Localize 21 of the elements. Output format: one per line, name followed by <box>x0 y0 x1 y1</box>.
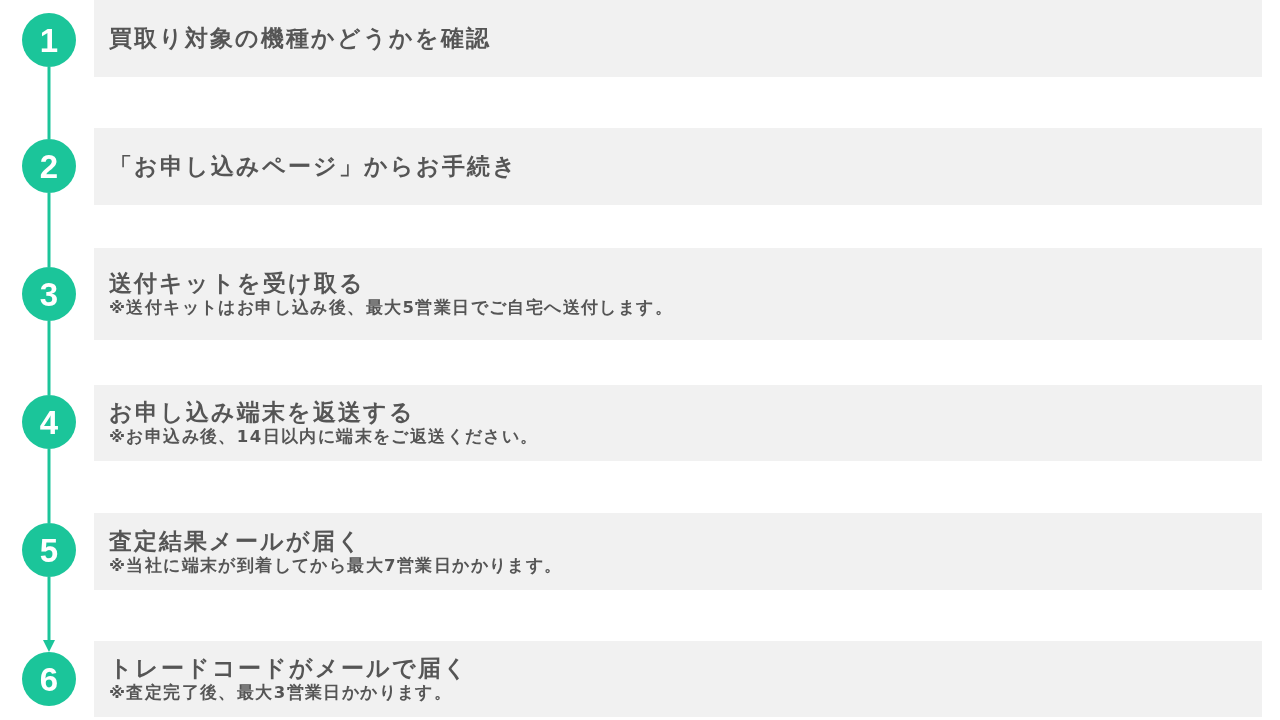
step-number-circle: 4 <box>22 395 76 449</box>
step-heading: 買取り対象の機種かどうかを確認 <box>109 24 491 53</box>
step-heading: お申し込み端末を返送する <box>109 398 415 427</box>
connector-line <box>47 193 51 267</box>
step-heading: 査定結果メールが届く <box>109 526 363 555</box>
connector-line <box>47 449 51 523</box>
connector-line <box>47 321 51 395</box>
step-heading: 送付キットを受け取る <box>109 269 365 298</box>
step-number-circle: 2 <box>22 139 76 193</box>
step-number-circle: 6 <box>22 652 76 706</box>
step-number-circle: 5 <box>22 523 76 577</box>
step-note: ※査定完了後、最大3営業日かかります。 <box>109 682 453 704</box>
step-note: ※当社に端末が到着してから最大7営業日かかります。 <box>109 554 563 577</box>
step-number-circle: 1 <box>22 13 76 67</box>
step-number-circle: 3 <box>22 267 76 321</box>
step-note: ※送付キットはお申し込み後、最大5営業日でご自宅へ送付します。 <box>109 297 673 319</box>
connector-line <box>47 67 51 139</box>
step-heading: 「お申し込みページ」からお手続き <box>109 152 518 181</box>
step-note: ※お申込み後、14日以内に端末をご返送ください。 <box>109 426 539 448</box>
arrow <box>43 577 55 652</box>
step-heading: トレードコードがメールで届く <box>109 654 469 683</box>
